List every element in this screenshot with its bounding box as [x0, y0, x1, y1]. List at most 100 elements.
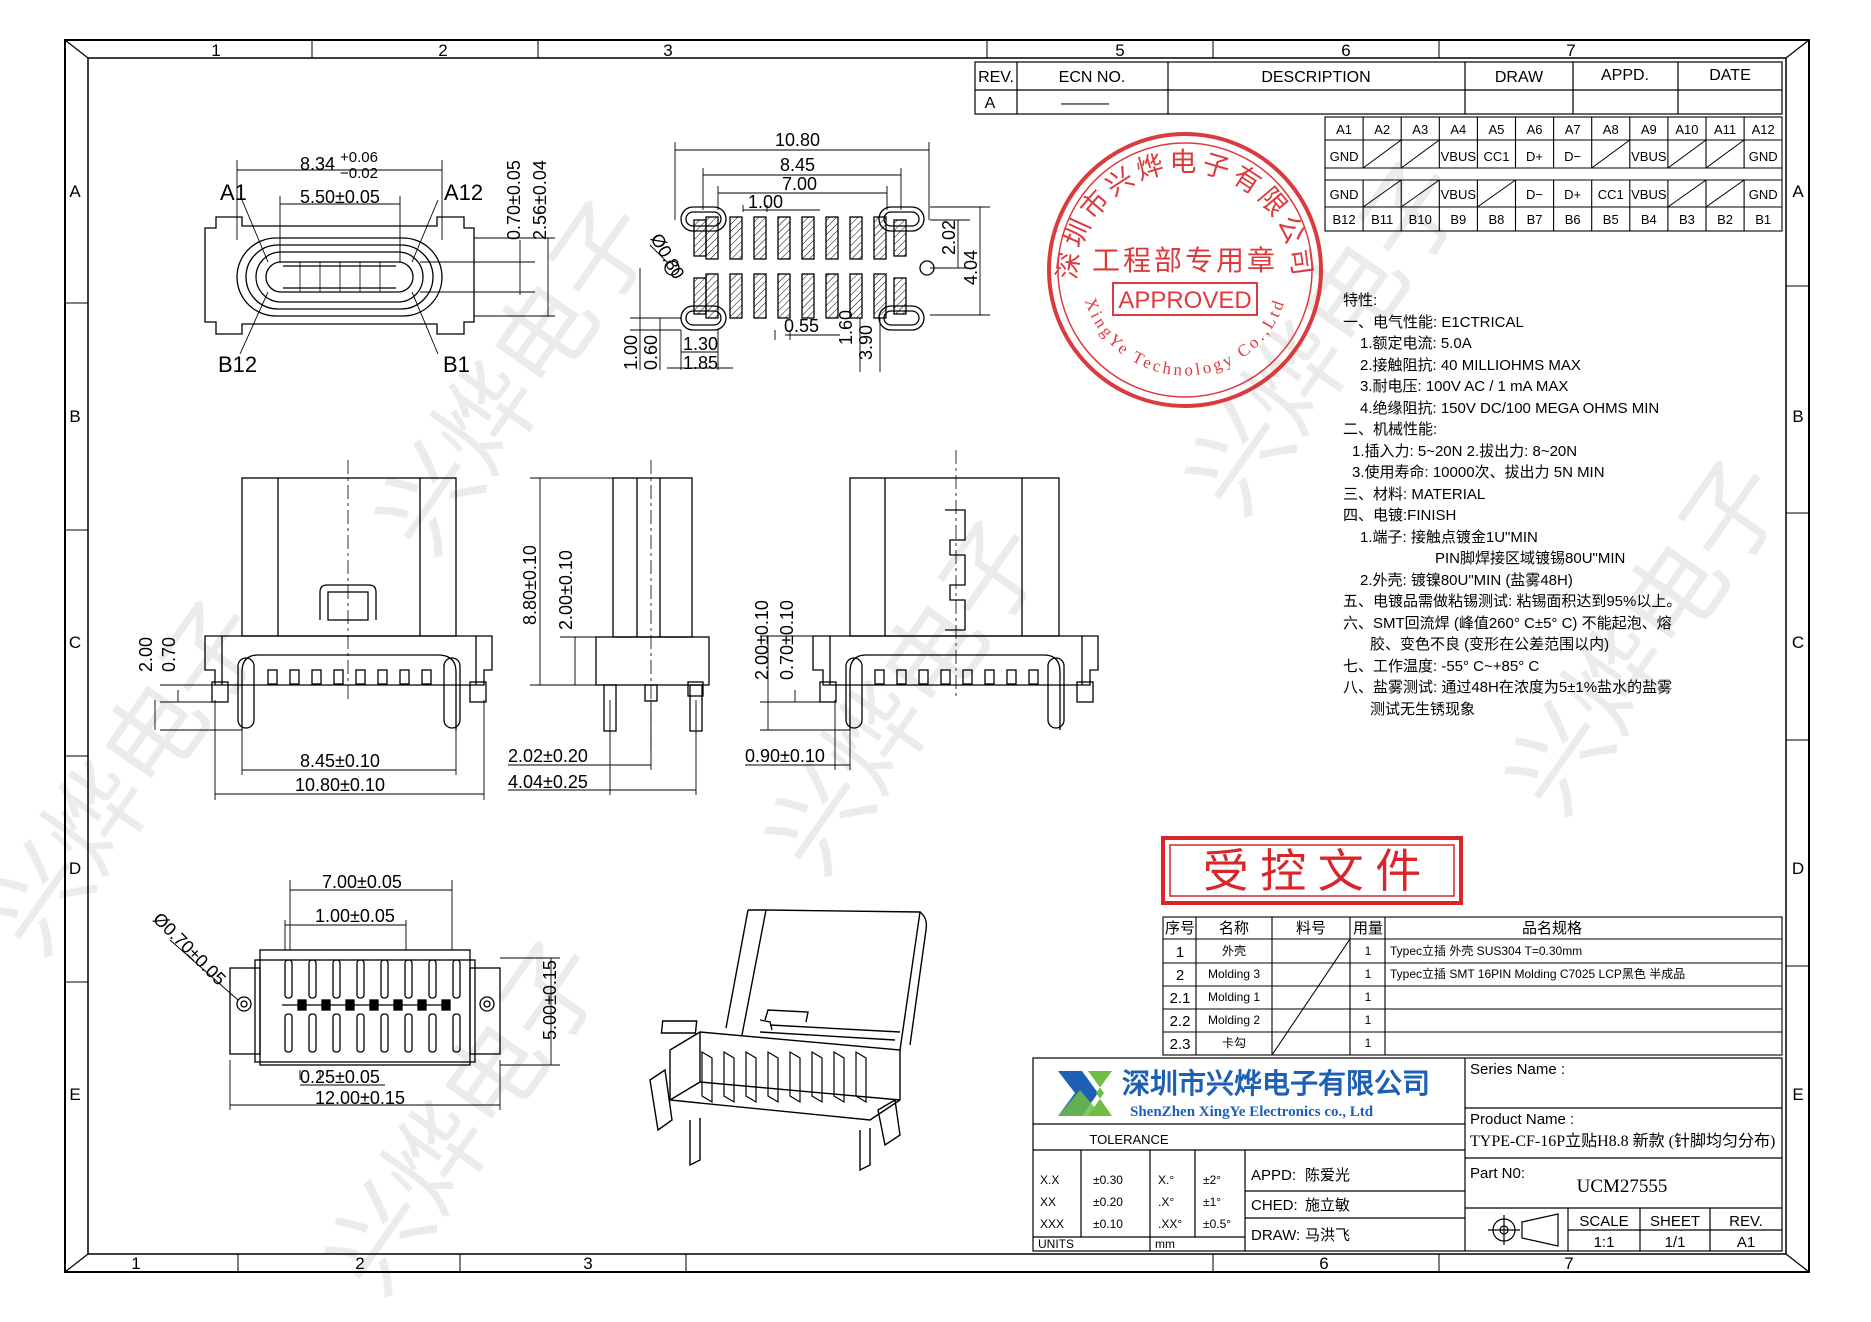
col-label: 2	[438, 41, 447, 60]
front-view-dims: 8.34 +0.06 −0.02 5.50±0.05 A1 A12 B12 B1…	[218, 149, 550, 377]
pin-empty-slash	[1362, 139, 1402, 169]
svg-text:10.80±0.10: 10.80±0.10	[295, 775, 385, 795]
company-name-cn: 深圳市兴烨电子有限公司	[1122, 1067, 1430, 1100]
pcb-pad	[777, 273, 791, 319]
tolerance-cell: ±1°	[1203, 1195, 1221, 1209]
svg-text:一、电气性能: E1CTRICAL: 一、电气性能: E1CTRICAL	[1343, 314, 1524, 331]
terminal-pin	[874, 669, 885, 685]
pin-empty-slash	[1400, 139, 1440, 169]
bottom-contact	[345, 999, 355, 1011]
bottom-terminal	[452, 1013, 461, 1053]
svg-text:2.00±0.10: 2.00±0.10	[752, 600, 772, 680]
iso-terminal	[811, 1050, 823, 1104]
bom-row-qty: 1	[1365, 990, 1372, 1004]
terminal-pin	[311, 669, 322, 685]
pin-signal: VBUS	[1631, 187, 1667, 202]
pcb-pad	[825, 216, 839, 260]
pcb-pad	[873, 273, 887, 319]
svg-text:3.使用寿命: 10000次、拔出力 5N MIN: 3.使用寿命: 10000次、拔出力 5N MIN	[1352, 463, 1605, 481]
right-side-dims: 2.00±0.10 0.70±0.10 0.90±0.10	[745, 600, 825, 766]
pcb-pad	[753, 216, 767, 260]
bom-header-name: 名称	[1219, 920, 1249, 937]
bom-row-no: 2.3	[1170, 1036, 1191, 1053]
middle-side-view	[508, 460, 710, 795]
iso-terminal	[855, 1050, 867, 1104]
svg-text:PIN脚焊接区域镀锡80U"MIN: PIN脚焊接区域镀锡80U"MIN	[1435, 550, 1625, 567]
pin-signal: GND	[1749, 149, 1778, 164]
pin-label: A10	[1675, 122, 1698, 137]
iso-terminal	[723, 1050, 735, 1104]
pcb-pad	[777, 216, 791, 260]
col-label: 6	[1341, 41, 1350, 60]
bom-row-name: Molding 3	[1208, 967, 1260, 981]
pcb-pad	[849, 273, 863, 319]
appd-header: APPD.	[1601, 67, 1649, 84]
svg-text:0.60: 0.60	[641, 335, 661, 370]
svg-text:4.04±0.25: 4.04±0.25	[508, 772, 588, 792]
pin-empty-slash	[1705, 179, 1745, 208]
row-label: C	[1792, 633, 1804, 652]
iso-terminal	[833, 1050, 845, 1104]
iso-terminal	[745, 1050, 757, 1104]
svg-text:胶、变色不良 (变形在公差范围以内): 胶、变色不良 (变形在公差范围以内)	[1370, 636, 1609, 653]
tolerance-cell: ±0.10	[1093, 1217, 1123, 1231]
pin-signal: VBUS	[1631, 149, 1667, 164]
controlled-document-stamp: 受 控 文 件	[1161, 836, 1463, 905]
svg-text:8.45±0.10: 8.45±0.10	[300, 751, 380, 771]
bottom-contact	[417, 999, 427, 1011]
bottom-terminal	[284, 959, 293, 999]
front-view	[204, 160, 555, 355]
svg-text:8.80±0.10: 8.80±0.10	[520, 545, 540, 625]
rev-value-tb: A1	[1737, 1234, 1755, 1251]
bom-row-qty: 1	[1365, 944, 1372, 958]
pcb-pad	[893, 219, 907, 257]
pcb-footprint-dims: 10.80 8.45 7.00 1.00 Ø0.80 2.02 4.04 0.5…	[621, 130, 981, 373]
revision-block: REV. ECN NO. DESCRIPTION DRAW APPD. DATE…	[974, 61, 1783, 115]
iso-terminal	[789, 1050, 801, 1104]
row-label: C	[69, 633, 81, 652]
pin-label: A9	[1641, 122, 1657, 137]
terminal-pin	[896, 669, 907, 685]
bottom-terminal	[308, 1013, 317, 1053]
svg-text:1.端子: 接触点镀金1U"MIN: 1.端子: 接触点镀金1U"MIN	[1360, 529, 1538, 546]
svg-text:2.02: 2.02	[939, 220, 959, 255]
col-label: 1	[211, 41, 220, 60]
units-value: mm	[1155, 1237, 1175, 1251]
pin-signal: D−	[1526, 187, 1543, 202]
svg-text:六、SMT回流焊 (峰值260° C±5° C) 不能起泡、: 六、SMT回流焊 (峰值260° C±5° C) 不能起泡、熔	[1343, 615, 1672, 632]
svg-text:八、盐雾测试: 通过48H在浓度为5±1%盐水的盐雾: 八、盐雾测试: 通过48H在浓度为5±1%盐水的盐雾	[1343, 679, 1672, 696]
terminal-pin	[399, 669, 410, 685]
terminal-pin	[377, 669, 388, 685]
pin-label: B1	[1755, 212, 1771, 227]
bom-row-qty: 1	[1365, 967, 1372, 981]
pin-empty-slash	[1705, 139, 1745, 169]
svg-text:+0.06: +0.06	[340, 149, 378, 166]
bom-header-partno: 料号	[1296, 920, 1326, 937]
svg-text:−0.02: −0.02	[340, 165, 378, 182]
approved-stamp: 深圳市兴烨电子有限公司 XingYe Technology Co.,Ltd 工程…	[1047, 132, 1323, 408]
col-label: 5	[1115, 41, 1124, 60]
row-label: E	[69, 1085, 80, 1104]
series-label: Series Name :	[1470, 1061, 1565, 1078]
svg-text:0.70: 0.70	[159, 637, 179, 672]
specifications: 特性: 一、电气性能: E1CTRICAL 1.额定电流: 5.0A 2.接触阻…	[1343, 292, 1681, 718]
bom-row-no: 2	[1176, 967, 1184, 984]
pin-signal: CC1	[1598, 187, 1624, 202]
bottom-terminal	[428, 959, 437, 999]
col-label: 6	[1319, 1254, 1328, 1273]
appd-value: 陈爱光	[1305, 1166, 1350, 1184]
svg-text:七、工作温度: -55° C~+85° C: 七、工作温度: -55° C~+85° C	[1343, 658, 1539, 675]
svg-text:0.70±0.10: 0.70±0.10	[777, 600, 797, 680]
pcb-pad	[693, 219, 707, 257]
pcb-pad	[729, 216, 743, 260]
pin-label: A11	[1714, 122, 1736, 137]
pcb-pad	[893, 277, 907, 315]
draw-header: DRAW	[1495, 69, 1544, 86]
svg-text:2.00: 2.00	[136, 637, 156, 672]
tolerance-cell: XXX	[1040, 1217, 1064, 1231]
svg-text:0.90±0.10: 0.90±0.10	[745, 746, 825, 766]
bom-row-qty: 1	[1365, 1036, 1372, 1050]
bom-row-spec: Typec立插 外壳 SUS304 T=0.30mm	[1390, 943, 1582, 958]
bom-row-name: 卡勾	[1222, 1036, 1246, 1050]
